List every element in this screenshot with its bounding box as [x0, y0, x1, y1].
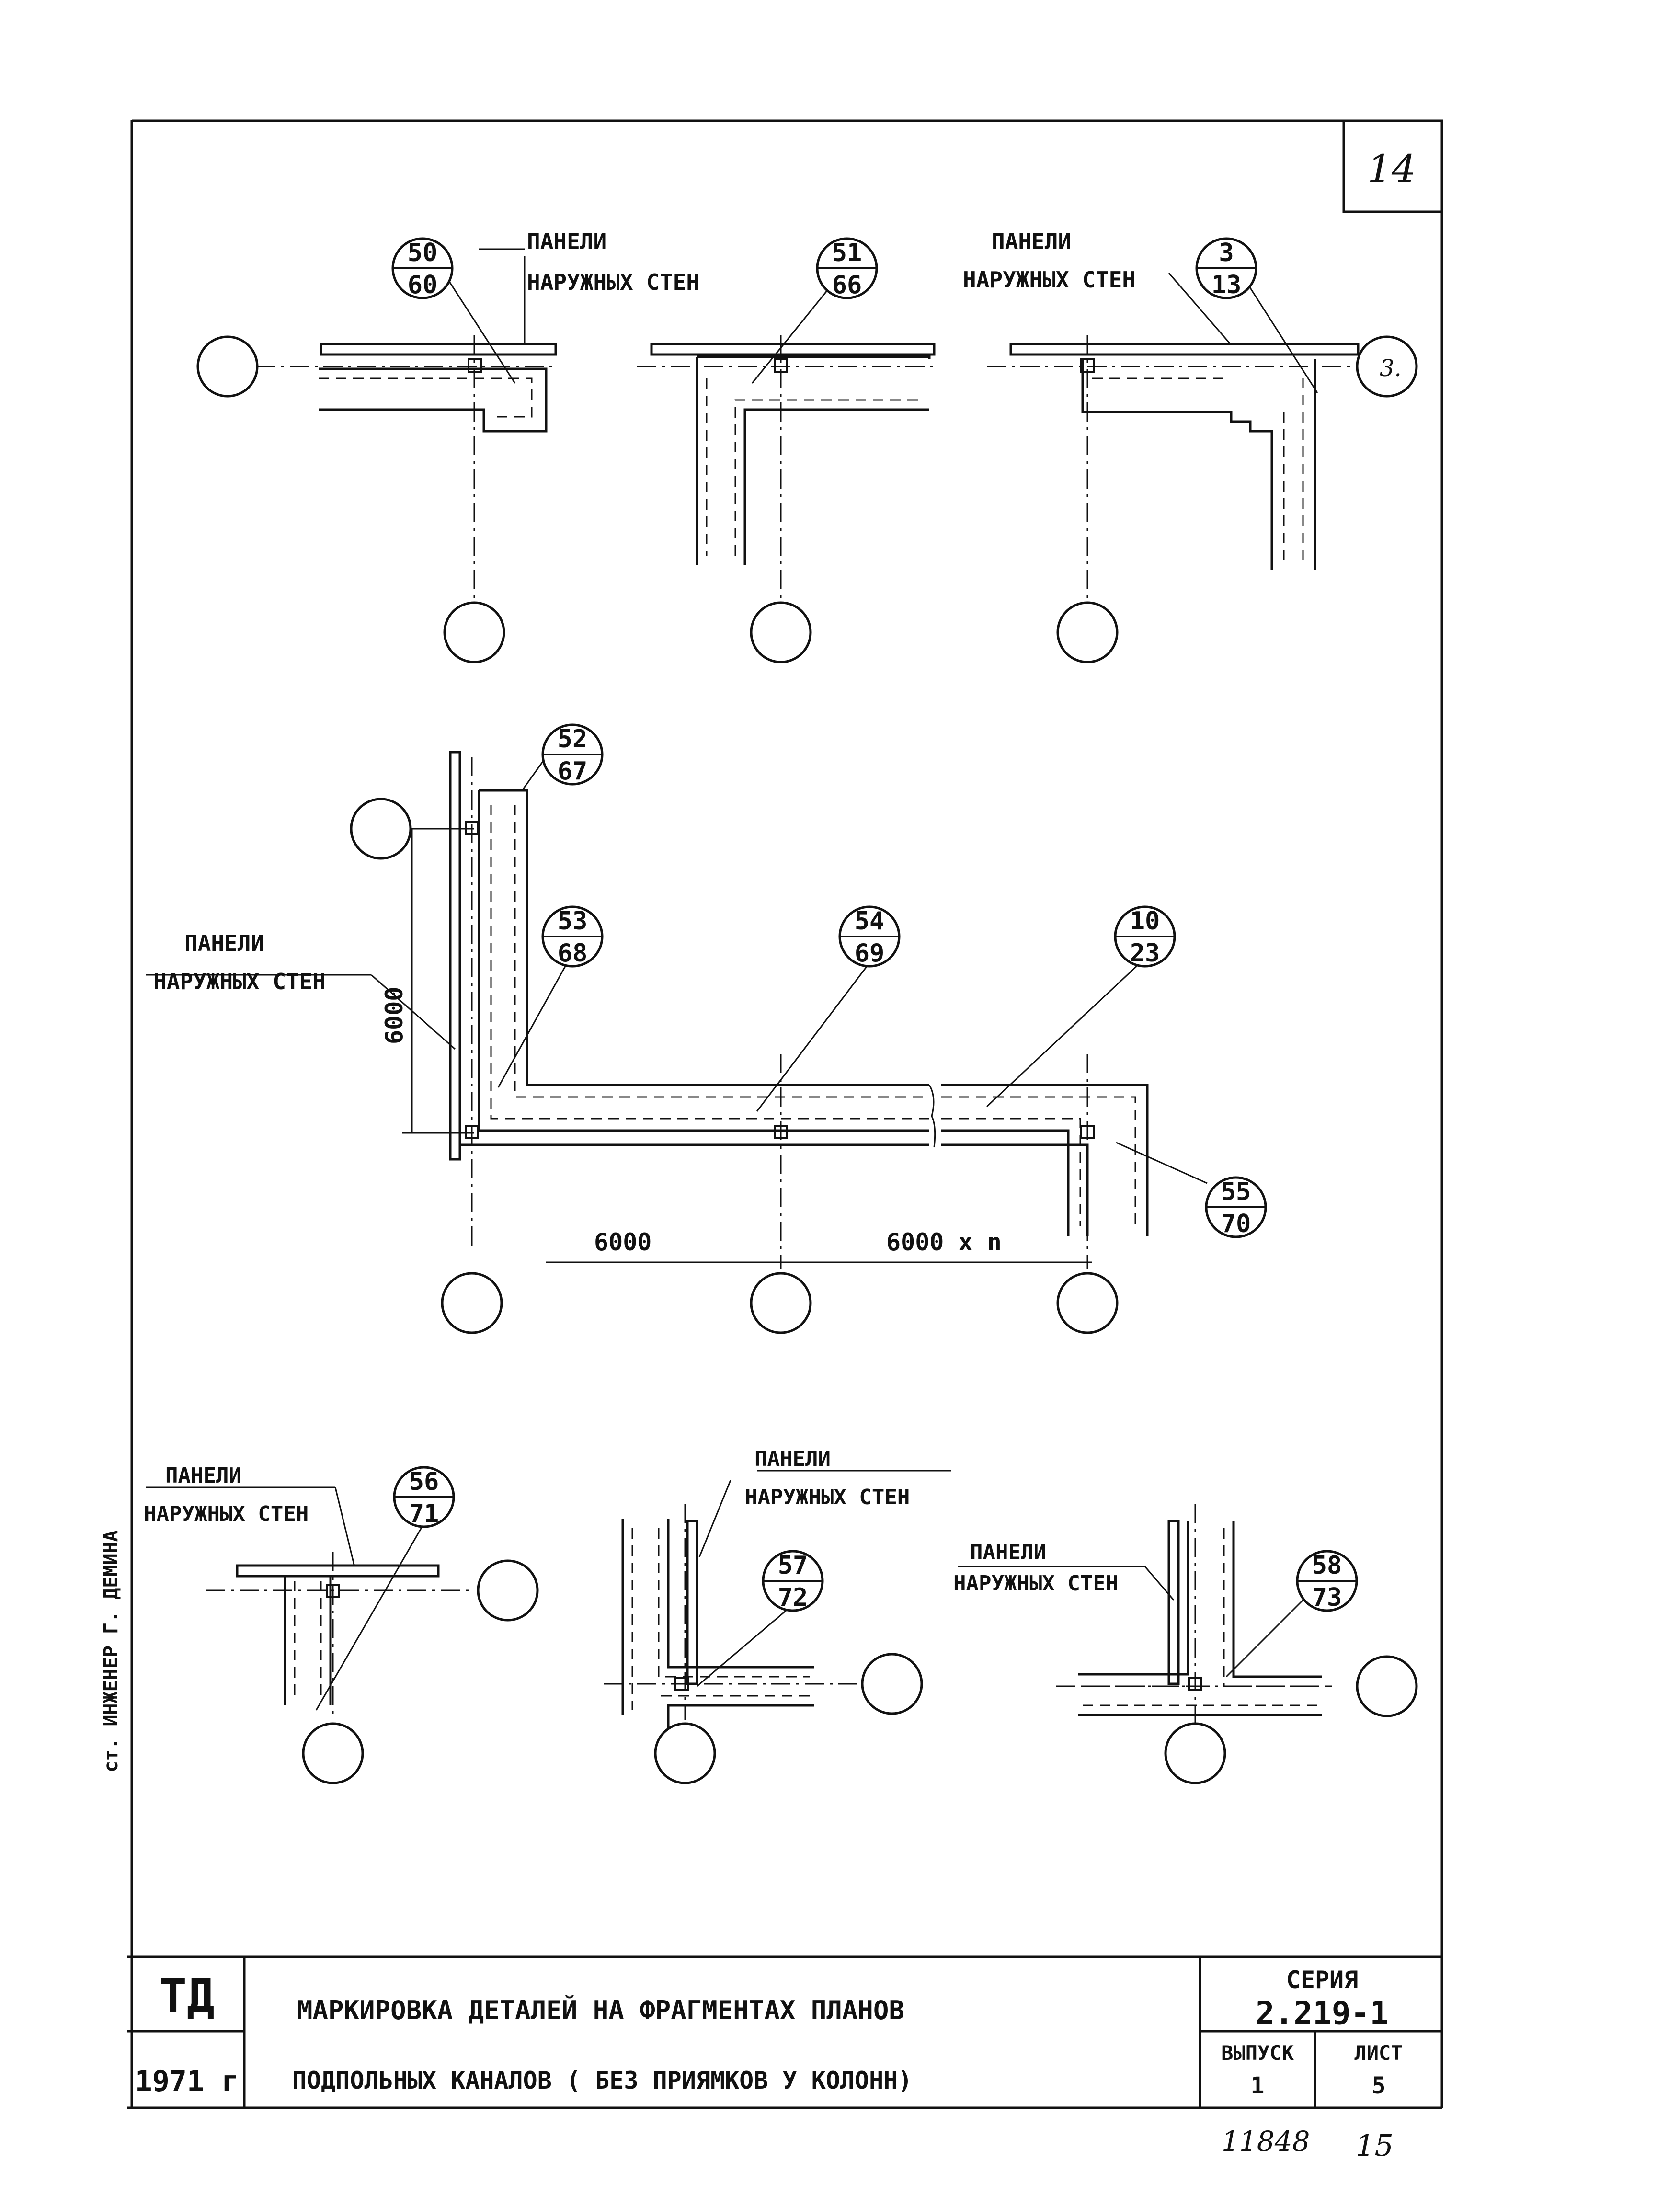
- callout-57-72-bottom: 72: [778, 1583, 808, 1612]
- callout-58-73: 58 73: [1297, 1551, 1357, 1612]
- panels-label-5-l1: ПАНЕЛИ: [754, 1447, 831, 1471]
- callout-51-66: 51 66: [817, 239, 877, 299]
- dim-horizontal-1: 6000: [594, 1228, 651, 1256]
- axis-mark-3-label: 3.: [1380, 355, 1402, 382]
- series-label: СЕРИЯ: [1286, 1966, 1359, 1994]
- axis-marker: [751, 1273, 811, 1333]
- callout-55-70-top: 55: [1221, 1178, 1251, 1206]
- callout-56-71-bottom: 71: [409, 1499, 439, 1528]
- callout-55-70-bottom: 70: [1221, 1210, 1251, 1238]
- callout-53-68-bottom: 68: [558, 939, 588, 968]
- series-value: 2.219-1: [1256, 1995, 1389, 2032]
- td-mark: ТД: [159, 1969, 215, 2023]
- axis-marker-3: [1357, 337, 1417, 396]
- fragment-bottom-middle: [604, 1504, 857, 1734]
- callout-50-60: 50 60: [393, 239, 452, 299]
- callout-57-72-top: 57: [778, 1551, 808, 1580]
- callout-51-66-bottom: 66: [832, 271, 862, 299]
- axis-marker: [445, 603, 504, 662]
- callout-55-70: 55 70: [1206, 1178, 1266, 1238]
- callout-57-72: 57 72: [763, 1551, 823, 1612]
- axis-marker: [1058, 1273, 1117, 1333]
- panels-label-4-l1: ПАНЕЛИ: [165, 1463, 241, 1488]
- archive-number: 11848: [1222, 2125, 1310, 2158]
- panels-label-1-l1: ПАНЕЛИ: [527, 229, 606, 254]
- central-fragment: [402, 752, 1147, 1269]
- issue-value: 1: [1251, 2072, 1265, 2099]
- panels-label-6-l1: ПАНЕЛИ: [970, 1540, 1046, 1565]
- axis-marker: [303, 1724, 363, 1783]
- callout-58-73-top: 58: [1312, 1551, 1342, 1580]
- callout-10-23-top: 10: [1130, 907, 1160, 936]
- callout-3-13-bottom: 13: [1211, 271, 1242, 299]
- panels-label-1-l2: НАРУЖНЫХ СТЕН: [527, 269, 699, 295]
- axis-marker: [1058, 603, 1117, 662]
- callout-58-73-bottom: 73: [1312, 1583, 1342, 1612]
- title-line-2: ПОДПОЛЬНЫХ КАНАЛОВ ( БЕЗ ПРИЯМКОВ У КОЛО…: [292, 2067, 912, 2094]
- callout-3-13: 3 13: [1197, 239, 1256, 299]
- callout-54-69-top: 54: [855, 907, 885, 936]
- page-number-box: [1344, 121, 1442, 212]
- sheet-label: ЛИСТ: [1354, 2041, 1403, 2065]
- fragment-bottom-left: [206, 1552, 474, 1720]
- axis-marker: [1357, 1657, 1417, 1716]
- axis-marker: [442, 1273, 502, 1333]
- fragment-1: [256, 335, 556, 599]
- title-line-1: МАРКИРОВКА ДЕТАЛЕЙ НА ФРАГМЕНТАХ ПЛАНОВ: [297, 1995, 904, 2025]
- callout-10-23-bottom: 23: [1130, 939, 1160, 968]
- axis-marker: [478, 1561, 537, 1620]
- axis-marker: [1166, 1724, 1225, 1783]
- side-stamp: ст. ИНЖЕНЕР Г. ДЕМИНА: [100, 1530, 122, 1772]
- callout-56-71-top: 56: [409, 1467, 439, 1496]
- callout-3-13-top: 3: [1219, 239, 1234, 267]
- callout-56-71: 56 71: [394, 1467, 454, 1528]
- axis-marker: [862, 1654, 922, 1714]
- callout-52-67: 52 67: [543, 725, 602, 786]
- panels-label-5-l2: НАРУЖНЫХ СТЕН: [745, 1485, 910, 1509]
- callout-50-60-bottom: 60: [408, 271, 438, 299]
- panels-label-3-l1: ПАНЕЛИ: [184, 930, 264, 956]
- axis-marker: [351, 799, 411, 858]
- axis-marker: [198, 337, 257, 396]
- callout-53-68: 53 68: [543, 907, 602, 968]
- panels-label-2-l1: ПАНЕЛИ: [992, 229, 1071, 254]
- year: 1971 г: [135, 2065, 239, 2098]
- panels-label-4-l2: НАРУЖНЫХ СТЕН: [144, 1502, 309, 1526]
- panels-label-3-l2: НАРУЖНЫХ СТЕН: [153, 969, 326, 995]
- callout-51-66-top: 51: [832, 239, 862, 267]
- axis-marker: [751, 603, 811, 662]
- panels-label-6-l2: НАРУЖНЫХ СТЕН: [953, 1571, 1118, 1596]
- page-number: 14: [1367, 147, 1416, 191]
- callout-52-67-top: 52: [558, 725, 588, 754]
- leader-lines: [146, 249, 1317, 1710]
- fragment-bottom-right: [1056, 1504, 1332, 1725]
- callout-54-69-bottom: 69: [855, 939, 885, 968]
- callout-54-69: 54 69: [840, 907, 899, 968]
- fragment-3: [987, 335, 1380, 599]
- archive-sheet: 15: [1356, 2128, 1394, 2163]
- dim-horizontal-2: 6000 х n: [886, 1228, 1002, 1256]
- callout-52-67-bottom: 67: [558, 757, 588, 786]
- sheet-value: 5: [1372, 2072, 1386, 2099]
- callout-10-23: 10 23: [1115, 907, 1175, 968]
- issue-label: ВЫПУСК: [1221, 2041, 1294, 2065]
- dim-vertical: 6000: [380, 987, 408, 1044]
- fragment-2: [637, 335, 934, 599]
- panels-label-2-l2: НАРУЖНЫХ СТЕН: [963, 267, 1135, 293]
- axis-marker: [655, 1724, 715, 1783]
- callout-50-60-top: 50: [408, 239, 438, 267]
- callout-53-68-top: 53: [558, 907, 588, 936]
